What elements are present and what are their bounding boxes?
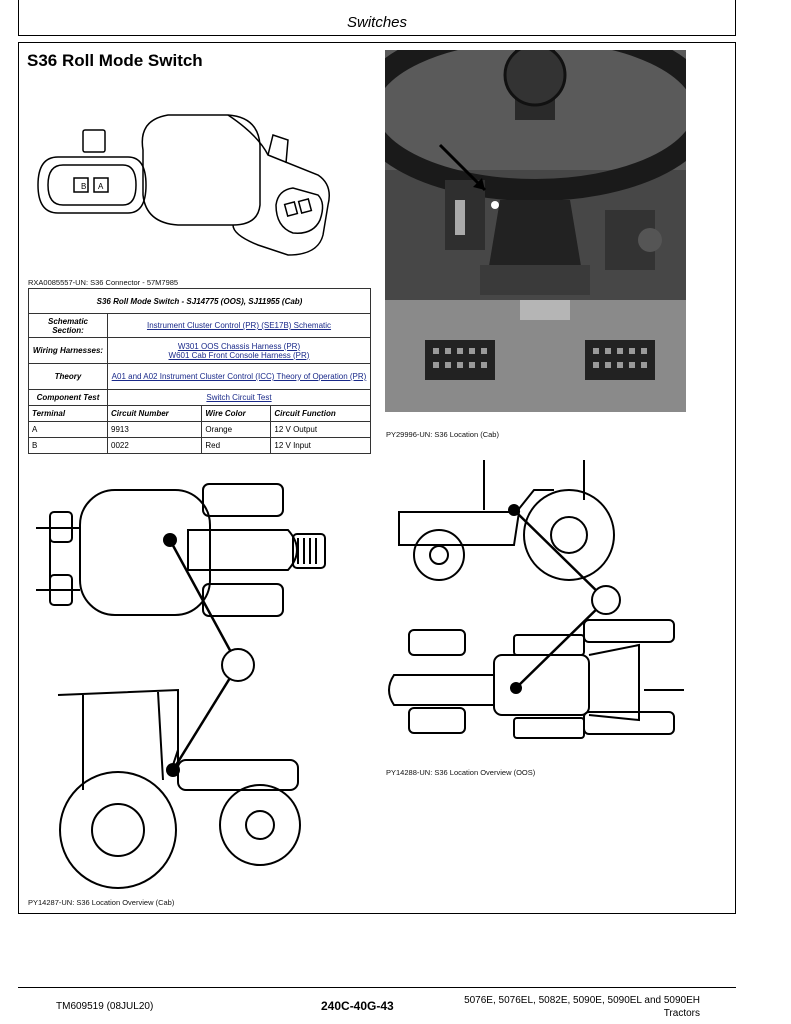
table-row: B 0022 Red 12 V Input [28,437,371,454]
switch-spec-table: S36 Roll Mode Switch - SJ14775 (OOS), SJ… [28,288,371,454]
circuit-function-cell: 12 V Output [270,421,371,438]
schematic-link[interactable]: Instrument Cluster Control (PR) (SE17B) … [107,313,371,338]
cab-location-photo [385,50,686,412]
theory-link[interactable]: A01 and A02 Instrument Cluster Control (… [107,363,371,390]
connector-illustration: B A [37,114,330,256]
pin-b-label: B [81,182,86,191]
component-test-link[interactable]: Switch Circuit Test [107,389,371,406]
footer-rule [18,987,736,988]
col-header-wire-color: Wire Color [201,405,272,422]
header-title: Switches [346,14,408,31]
wiring-link-w601[interactable]: W601 Cab Front Console Harness (PR) [168,350,310,360]
footer-models: 5076E, 5076EL, 5082E, 5090E, 5090EL and … [444,994,700,1020]
circuit-number-cell: 9913 [106,421,203,438]
terminal-cell: B [28,437,108,454]
header-box: Switches [18,0,736,36]
row-label-schematic: Schematic Section: [28,313,108,338]
footer-doc-id: TM609519 (08JUL20) [56,1001,154,1012]
cab-overview-caption: PY14287-UN: S36 Location Overview (Cab) [28,898,175,907]
footer-models-list: 5076E, 5076EL, 5082E, 5090E, 5090EL and … [464,995,700,1006]
connector-caption: RXA0085557-UN: S36 Connector - 57M7985 [28,278,179,287]
footer-page-number: 240C-40G-43 [321,999,394,1013]
wire-color-cell: Red [201,437,272,454]
oos-location-overview [388,460,684,739]
circuit-number-cell: 0022 [106,437,203,454]
table-row: A 9913 Orange 12 V Output [28,421,371,438]
section-title: S36 Roll Mode Switch [27,51,203,70]
col-header-terminal: Terminal [28,405,108,422]
row-label-wiring: Wiring Harnesses: [28,337,108,364]
content-frame [18,42,736,914]
col-header-circuit-function: Circuit Function [270,405,371,422]
row-label-component-test: Component Test [28,389,108,406]
col-header-circuit-number: Circuit Number [106,405,203,422]
wire-color-cell: Orange [201,421,272,438]
connector-iso-view [141,114,330,256]
footer-models-suffix: Tractors [663,1008,700,1019]
row-label-theory: Theory [28,363,108,390]
pin-a-label: A [98,182,104,191]
circuit-function-cell: 12 V Input [270,437,371,454]
wiring-links: W301 OOS Chassis Harness (PR) W601 Cab F… [107,337,371,364]
oos-overview-caption: PY14288-UN: S36 Location Overview (OOS) [386,768,536,777]
wiring-link-w301[interactable]: W301 OOS Chassis Harness (PR) [177,341,301,351]
terminal-cell: A [28,421,108,438]
cab-location-overview [36,483,326,889]
cab-photo-drawing [385,50,686,412]
table-title: S36 Roll Mode Switch - SJ14775 (OOS), SJ… [28,288,371,314]
connector-front-view [37,129,147,214]
photo-caption: PY29996-UN: S36 Location (Cab) [386,430,499,439]
